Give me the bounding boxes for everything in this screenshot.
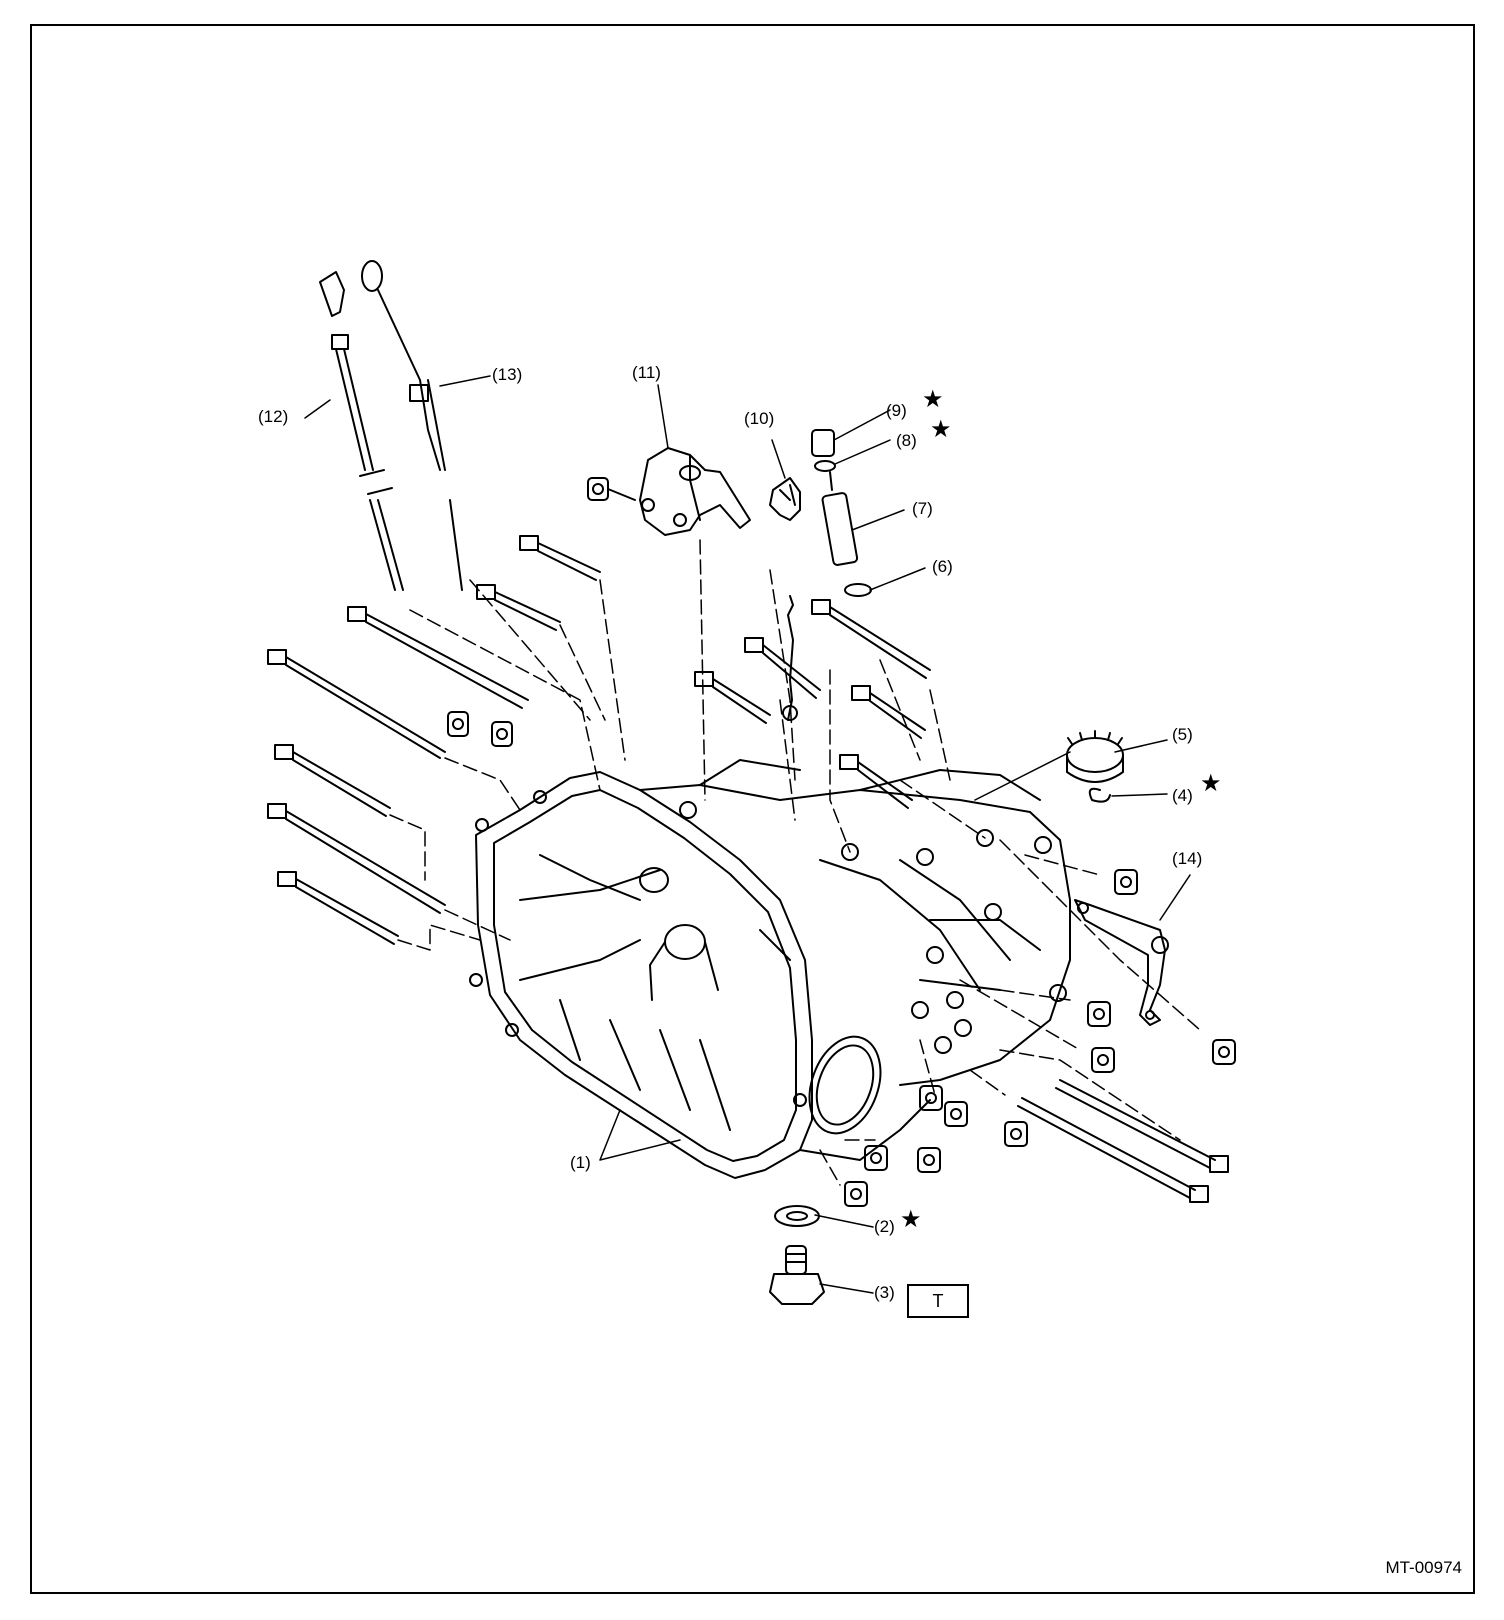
clip	[769, 477, 801, 521]
callout-8: (8)	[896, 431, 917, 450]
callout-1: (1)	[570, 1153, 591, 1172]
long-bolts-left	[267, 535, 601, 945]
snap-ring	[1088, 787, 1111, 803]
callout-14: (14)	[1172, 849, 1203, 868]
callout-6: (6)	[932, 557, 953, 576]
case-bolt-holes	[469, 790, 1067, 1107]
harness-bracket	[1074, 899, 1169, 1026]
gasket	[774, 1205, 820, 1227]
bolt	[267, 649, 446, 759]
bolt	[851, 685, 926, 739]
nut	[447, 711, 469, 737]
bolt	[744, 637, 821, 699]
tighten-star-icon: ★	[922, 386, 944, 413]
bolt	[519, 535, 601, 581]
callout-13: (13)	[492, 365, 523, 384]
stud-bolts	[1017, 1079, 1229, 1203]
transmission-case	[469, 759, 1071, 1179]
bracket	[639, 447, 751, 536]
callout-9: (9)	[886, 401, 907, 420]
callout-5: (5)	[1172, 725, 1193, 744]
oil-level-gauge	[319, 271, 404, 591]
nut	[491, 721, 513, 747]
gear-leader	[974, 751, 1071, 801]
callout-12: (12)	[258, 407, 289, 426]
figure-id: MT-00974	[1385, 1558, 1462, 1577]
figure-frame	[30, 24, 1475, 1594]
callout-7: (7)	[912, 499, 933, 518]
bolt	[839, 754, 913, 809]
callout-11: (11)	[632, 363, 661, 382]
tighten-star-icon: ★	[900, 1206, 922, 1233]
torque-mark-box: T	[907, 1284, 969, 1318]
drain-plug	[769, 1245, 825, 1305]
nut	[587, 477, 636, 501]
alignment-lines	[389, 539, 1201, 1186]
wire-connector	[782, 595, 798, 721]
callout-leaders	[304, 375, 1191, 1294]
tighten-star-icon: ★	[1200, 770, 1222, 797]
callout-10: (10)	[744, 409, 775, 428]
callout-4: (4)	[1172, 786, 1193, 805]
bolt	[267, 803, 446, 914]
callout-2: (2)	[874, 1217, 895, 1236]
bolt	[694, 671, 771, 724]
bolt	[274, 744, 391, 817]
bolt	[476, 584, 561, 631]
bolt	[347, 606, 529, 709]
torque-mark: T	[932, 1290, 944, 1311]
bolt	[811, 599, 931, 679]
bolt	[277, 871, 399, 945]
gauge-guide-cable	[361, 260, 463, 591]
gear	[1066, 730, 1124, 783]
tighten-star-icon: ★	[930, 416, 952, 443]
shaft-assembly	[811, 429, 872, 597]
callout-3: (3)	[874, 1283, 895, 1302]
nuts-right	[844, 869, 1236, 1207]
bolts-right-top	[694, 599, 931, 809]
